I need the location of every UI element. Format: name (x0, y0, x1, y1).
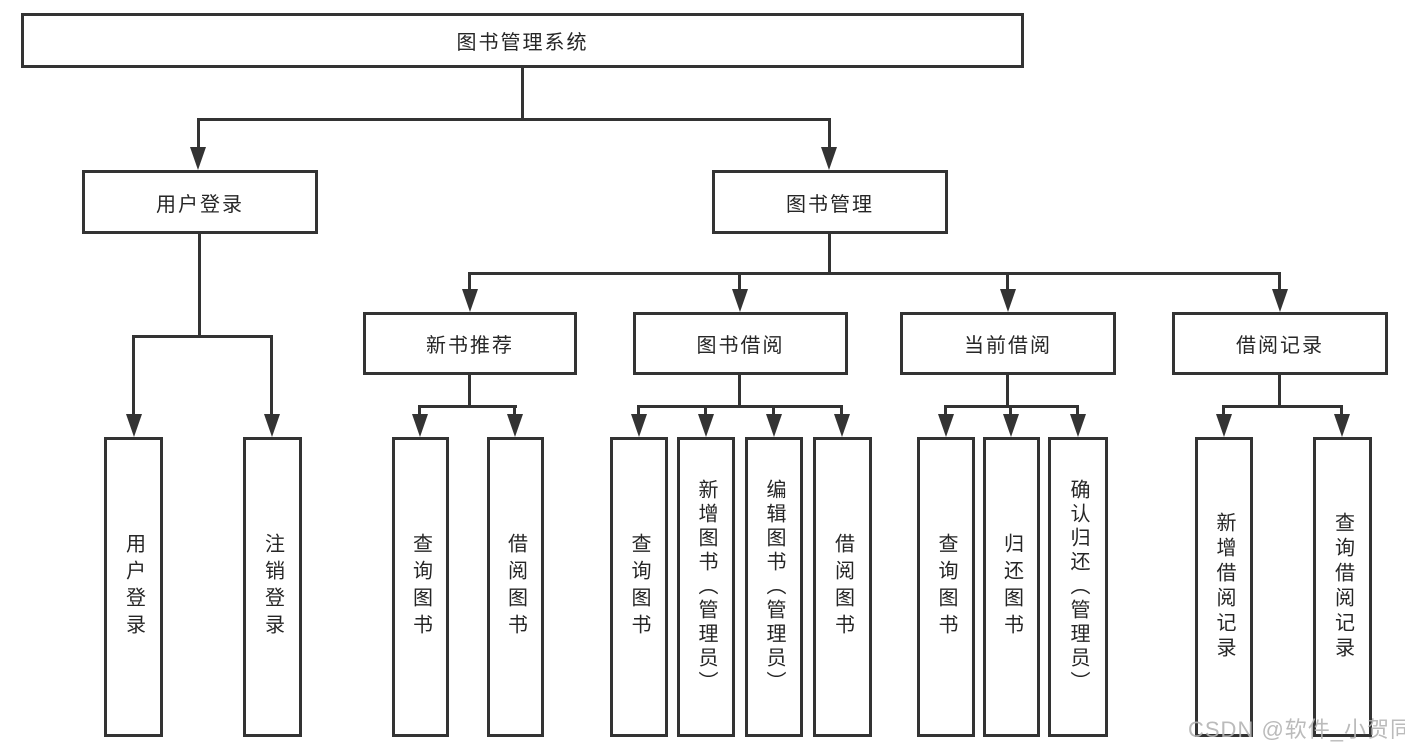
node-book-mgmt-label: 图书管理 (786, 193, 874, 216)
leaf-borrow-edit-admin: 编辑图书（管理员） (745, 437, 803, 737)
leaf-newbook-borrow: 借阅图书 (487, 437, 544, 737)
leaf-logout: 注销登录 (243, 437, 302, 737)
leaf-newbook-query: 查询图书 (392, 437, 449, 737)
node-book-borrow: 图书借阅 (633, 312, 848, 375)
arrowhead (412, 414, 428, 437)
connector-drop (944, 405, 947, 417)
node-book-mgmt: 图书管理 (712, 170, 948, 234)
arrowhead (1216, 414, 1232, 437)
leaf-label: 查询借阅记录 (1331, 512, 1354, 662)
arrowhead-user-login (190, 147, 206, 170)
leaf-borrow-add-admin: 新增图书（管理员） (677, 437, 735, 737)
connector-drop-newbook (468, 272, 471, 292)
connector-current-stem (1006, 375, 1009, 407)
connector-drop (1222, 405, 1225, 417)
connector-drop (637, 405, 640, 417)
connector-level2-rail (197, 118, 831, 121)
node-user-login: 用户登录 (82, 170, 318, 234)
leaf-label: 确认归还（管理员） (1067, 479, 1089, 695)
watermark-text: CSDN @软件_小贺同学 (1188, 717, 1405, 742)
leaf-current-return: 归还图书 (983, 437, 1040, 737)
leaf-label: 归还图书 (1000, 533, 1023, 641)
node-borrow-records-label: 借阅记录 (1236, 335, 1324, 357)
leaf-label: 新增图书（管理员） (695, 479, 717, 695)
connector-root-stem (521, 68, 524, 120)
arrowhead-leaf-login (126, 414, 142, 437)
node-current-borrow-label: 当前借阅 (964, 335, 1052, 357)
arrowhead (1334, 414, 1350, 437)
arrowhead (1070, 414, 1086, 437)
arrowhead-current (1000, 289, 1016, 312)
leaf-borrow-borrow: 借阅图书 (813, 437, 872, 737)
connector-drop-book-mgmt (828, 118, 831, 151)
node-user-login-label: 用户登录 (156, 193, 244, 216)
connector-drop (840, 405, 843, 417)
node-new-book-recommend-label: 新书推荐 (426, 335, 514, 357)
arrowhead (834, 414, 850, 437)
leaf-user-login: 用户登录 (104, 437, 163, 737)
connector-book-mgmt-stem (828, 234, 831, 274)
connector-drop-records (1278, 272, 1281, 292)
leaf-current-confirm-admin: 确认归还（管理员） (1048, 437, 1108, 737)
leaf-label: 查询图书 (409, 533, 432, 641)
connector-drop (704, 405, 707, 417)
leaf-current-query: 查询图书 (917, 437, 975, 737)
leaf-label: 借阅图书 (831, 533, 854, 641)
arrowhead (698, 414, 714, 437)
arrowhead-leaf-logout (264, 414, 280, 437)
leaf-records-add: 新增借阅记录 (1195, 437, 1253, 737)
leaf-label: 新增借阅记录 (1213, 512, 1235, 662)
leaf-label: 查询图书 (628, 533, 650, 641)
leaf-label: 注销登录 (261, 533, 284, 641)
node-book-borrow-label: 图书借阅 (696, 335, 785, 357)
connector-drop-user-login (197, 118, 200, 151)
connector-drop-leaf-login (132, 335, 135, 417)
leaf-label: 借阅图书 (504, 533, 527, 641)
arrowhead (1003, 414, 1019, 437)
arrowhead (631, 414, 647, 437)
leaf-label: 编辑图书（管理员） (763, 479, 785, 695)
connector-drop (772, 405, 775, 417)
connector-drop (1340, 405, 1343, 417)
connector-drop-borrow (738, 272, 741, 292)
node-root-label: 图书管理系统 (456, 32, 589, 54)
connector-user-login-stem (198, 234, 201, 337)
leaf-label: 用户登录 (122, 533, 145, 641)
connector-drop (1009, 405, 1012, 417)
leaf-label: 查询图书 (935, 533, 957, 641)
node-borrow-records: 借阅记录 (1172, 312, 1388, 375)
leaf-records-query: 查询借阅记录 (1313, 437, 1372, 737)
connector-drop-current (1006, 272, 1009, 292)
arrowhead-book-mgmt (821, 147, 837, 170)
connector-newbook-stem (468, 375, 471, 407)
node-new-book-recommend: 新书推荐 (363, 312, 577, 375)
arrowhead-newbook (462, 289, 478, 312)
arrowhead (938, 414, 954, 437)
connector-records-rail (1222, 405, 1343, 408)
connector-records-stem (1278, 375, 1281, 407)
connector-drop-leaf-logout (270, 335, 273, 417)
connector-drop (418, 405, 421, 417)
connector-borrow-stem (738, 375, 741, 407)
node-root: 图书管理系统 (21, 13, 1024, 68)
connector-newbook-rail (418, 405, 517, 408)
leaf-borrow-query: 查询图书 (610, 437, 668, 737)
arrowhead (507, 414, 523, 437)
connector-level3-rail (468, 272, 1280, 275)
arrowhead-borrow (732, 289, 748, 312)
connector-user-login-rail (132, 335, 272, 338)
connector-drop (513, 405, 516, 417)
arrowhead (766, 414, 782, 437)
connector-drop (1076, 405, 1079, 417)
connector-borrow-rail (637, 405, 842, 408)
arrowhead-records (1272, 289, 1288, 312)
node-current-borrow: 当前借阅 (900, 312, 1116, 375)
